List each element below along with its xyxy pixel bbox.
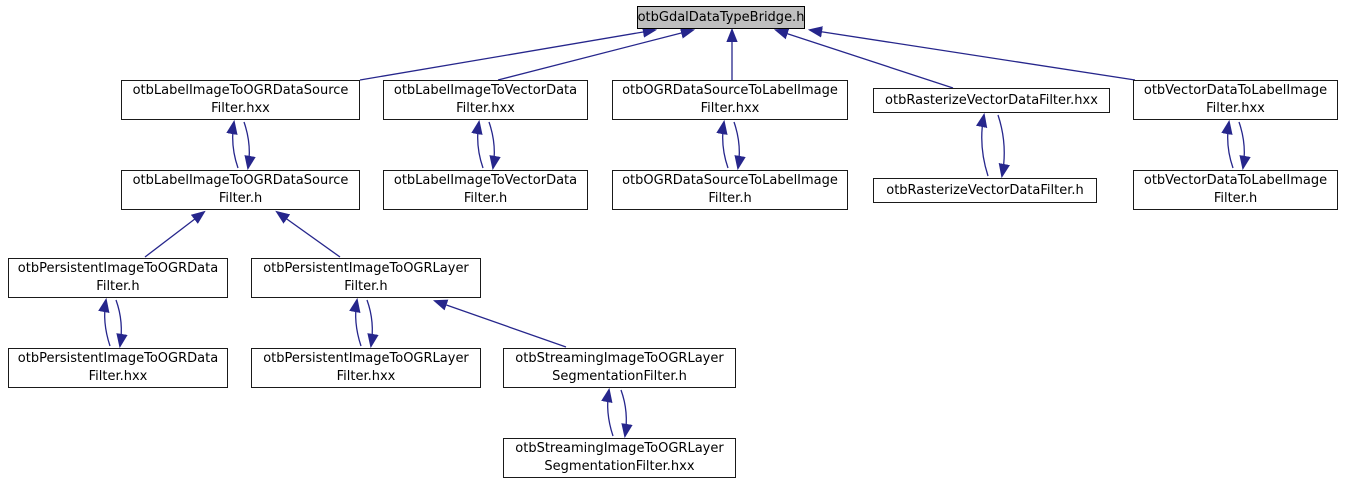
edge-vectorlabel-h-down [1238, 121, 1251, 171]
node-otbLabelImageToVectorDataFilter-hxx[interactable]: otbLabelImageToVectorData Filter.hxx [383, 80, 588, 120]
node-otbStreamingImageToOGRLayerSegmentationFilter-h[interactable]: otbStreamingImageToOGRLayer Segmentation… [503, 348, 736, 388]
node-otbPersistentImageToOGRDataFilter-hxx[interactable]: otbPersistentImageToOGRData Filter.hxx [8, 348, 228, 388]
edge-vectorlabel-hxx-root [807, 26, 1136, 81]
edge-persistentdata-hxx-up [98, 297, 111, 347]
edge-persistentlayer-h-labelogr-h [275, 210, 341, 258]
edge-labelvector-h-down [488, 121, 501, 171]
node-otbLabelImageToOGRDataSourceFilter-hxx[interactable]: otbLabelImageToOGRDataSource Filter.hxx [121, 80, 360, 120]
node-otbVectorDataToLabelImageFilter-hxx[interactable]: otbVectorDataToLabelImage Filter.hxx [1133, 80, 1338, 120]
edge-rasterize-h-up [976, 112, 989, 177]
node-otbRasterizeVectorDataFilter-hxx[interactable]: otbRasterizeVectorDataFilter.hxx [873, 88, 1110, 113]
edge-rasterize-h-down [997, 114, 1010, 179]
edge-streaming-hxx-up [601, 387, 614, 437]
edge-persistentdata-h-labelogr-h [144, 210, 206, 258]
node-otbPersistentImageToOGRLayerFilter-hxx[interactable]: otbPersistentImageToOGRLayer Filter.hxx [251, 348, 481, 388]
edge-persistentlayer-hxx-up [349, 297, 362, 347]
edge-persistentdata-hxx-down [115, 299, 128, 349]
edge-labelvector-hxx-root [497, 27, 696, 81]
node-otbOGRDataSourceToLabelImageFilter-h[interactable]: otbOGRDataSourceToLabelImage Filter.h [612, 170, 848, 210]
node-otbGdalDataTypeBridge-h: otbGdalDataTypeBridge.h [637, 6, 805, 29]
node-otbStreamingImageToOGRLayerSegmentationFilter-hxx[interactable]: otbStreamingImageToOGRLayer Segmentation… [503, 438, 736, 478]
edge-labelogr-h-down [243, 121, 256, 171]
node-otbLabelImageToOGRDataSourceFilter-h[interactable]: otbLabelImageToOGRDataSource Filter.h [121, 170, 360, 210]
edge-streaming-hxx-down [620, 389, 633, 439]
edge-labelogr-hxx-root [359, 26, 658, 81]
node-otbLabelImageToVectorDataFilter-h[interactable]: otbLabelImageToVectorData Filter.h [383, 170, 588, 210]
edge-rasterize-hxx-root [773, 28, 954, 89]
edge-ogrlabel-h-up [716, 119, 729, 169]
edge-ogrlabel-h-down [733, 121, 746, 171]
edge-vectorlabel-h-up [1221, 119, 1234, 169]
node-otbPersistentImageToOGRDataFilter-h[interactable]: otbPersistentImageToOGRData Filter.h [8, 258, 228, 298]
edge-streaming-h-persistentlayer-h [432, 299, 567, 348]
node-otbRasterizeVectorDataFilter-h[interactable]: otbRasterizeVectorDataFilter.h [873, 178, 1097, 203]
edge-persistentlayer-hxx-down [366, 299, 379, 349]
node-otbOGRDataSourceToLabelImageFilter-hxx[interactable]: otbOGRDataSourceToLabelImage Filter.hxx [612, 80, 848, 120]
edge-labelvector-h-up [471, 119, 484, 169]
edge-labelogr-h-up [226, 119, 239, 169]
node-otbVectorDataToLabelImageFilter-h[interactable]: otbVectorDataToLabelImage Filter.h [1133, 170, 1338, 210]
node-otbPersistentImageToOGRLayerFilter-h[interactable]: otbPersistentImageToOGRLayer Filter.h [251, 258, 481, 298]
